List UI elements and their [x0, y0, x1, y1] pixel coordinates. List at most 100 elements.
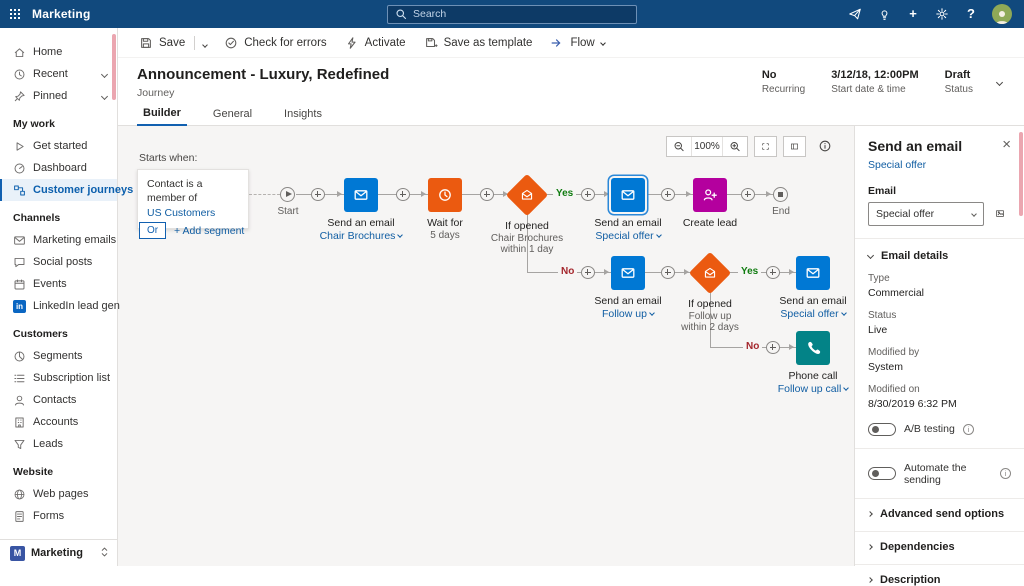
tile-if-opened-follow-up[interactable] — [688, 251, 732, 294]
sidebar-item-recent[interactable]: Recent — [0, 63, 117, 85]
lightbulb-icon[interactable] — [876, 6, 892, 22]
area-switcher[interactable]: M Marketing — [0, 539, 117, 566]
fit-to-screen-button[interactable] — [754, 135, 777, 157]
send-feedback-icon[interactable] — [847, 6, 863, 22]
tile-send-email-special-offer-2[interactable] — [796, 255, 830, 290]
chevron-down-icon[interactable] — [100, 70, 109, 78]
tile-if-opened-chair-brochures[interactable] — [505, 173, 549, 216]
segment-card[interactable]: Contact is a member of US Customers — [137, 168, 249, 229]
nav-toggle-hamburger-icon[interactable] — [0, 28, 13, 41]
section-description[interactable]: Description — [867, 565, 1011, 586]
record-tabs: Builder General Insights — [118, 101, 1024, 126]
record-header: Announcement - Luxury, Redefined Journey… — [118, 58, 1024, 102]
insert-step-plus-button[interactable] — [396, 187, 410, 201]
sidebar-item-customer-journeys[interactable]: Customer journeys — [0, 179, 133, 201]
sidebar-item-forms[interactable]: Forms — [0, 505, 117, 527]
insert-step-plus-button[interactable] — [581, 187, 595, 201]
search-icon — [396, 9, 407, 20]
tile-create-lead[interactable] — [693, 177, 727, 212]
flow-button[interactable]: Flow — [541, 28, 613, 57]
mail-open-icon — [521, 189, 533, 200]
chevron-right-icon — [867, 576, 873, 583]
arrowhead-icon — [337, 190, 342, 197]
overview-map-button[interactable] — [783, 135, 806, 157]
sidebar-item-events[interactable]: Events — [0, 273, 117, 295]
header-expand-chevron-icon[interactable] — [991, 72, 1008, 89]
insert-step-plus-button[interactable] — [661, 187, 675, 201]
canvas-info-icon[interactable] — [812, 138, 838, 154]
app-launcher-waffle-icon[interactable] — [0, 0, 30, 28]
tile-email-selector-link[interactable]: Special offer — [583, 230, 673, 242]
sidebar-item-subscription-list[interactable]: Subscription list — [0, 367, 117, 389]
save-split-button-chevron-icon[interactable] — [195, 28, 215, 57]
activate-button[interactable]: Activate — [336, 28, 415, 57]
insert-step-plus-button[interactable] — [741, 187, 755, 201]
section-email-details[interactable]: Email details — [866, 250, 1011, 262]
insert-step-plus-button[interactable] — [766, 340, 780, 354]
field-label-status: Status — [868, 309, 897, 321]
branch-yes-label: Yes — [553, 187, 577, 199]
add-segment-link[interactable]: + Add segment — [174, 224, 245, 237]
insert-step-plus-button[interactable] — [661, 265, 675, 279]
insert-step-plus-button[interactable] — [480, 187, 494, 201]
sidebar-item-accounts[interactable]: Accounts — [0, 411, 117, 433]
panel-scrollbar-thumb[interactable] — [1019, 131, 1023, 216]
tile-phone-call[interactable] — [796, 330, 830, 365]
settings-gear-icon[interactable] — [934, 6, 950, 22]
tab-builder[interactable]: Builder — [137, 106, 187, 126]
insert-step-plus-button[interactable] — [581, 265, 595, 279]
section-dependencies[interactable]: Dependencies — [867, 532, 1011, 553]
section-advanced-send-options[interactable]: Advanced send options — [867, 499, 1011, 520]
insert-step-plus-button[interactable] — [766, 265, 780, 279]
tab-general[interactable]: General — [207, 107, 258, 125]
sidebar-item-home[interactable]: Home — [0, 41, 117, 63]
sidebar-item-pinned[interactable]: Pinned — [0, 85, 117, 107]
segment-link[interactable]: US Customers — [147, 207, 216, 220]
sidebar-item-get-started[interactable]: Get started — [0, 135, 117, 157]
sidebar-item-contacts[interactable]: Contacts — [0, 389, 117, 411]
sidebar-item-segments[interactable]: Segments — [0, 345, 117, 367]
insert-step-plus-button[interactable] — [311, 187, 325, 201]
sidebar-item-linkedin-lead-gen[interactable]: in LinkedIn lead gen — [0, 295, 120, 317]
search-input[interactable] — [413, 8, 629, 20]
panel-record-link[interactable]: Special offer — [868, 158, 927, 171]
tile-phone-call-selector-link[interactable]: Follow up call — [769, 383, 854, 395]
tile-send-email-follow-up[interactable] — [611, 255, 645, 290]
tab-insights[interactable]: Insights — [278, 107, 328, 125]
save-as-template-button[interactable]: Save as template — [415, 28, 542, 57]
zoom-in-button[interactable] — [723, 137, 747, 156]
tile-email-selector-link[interactable]: Chair Brochures — [316, 230, 406, 242]
tile-wait-5-days[interactable] — [428, 177, 462, 212]
global-search-box[interactable] — [387, 4, 637, 24]
save-button[interactable]: Save — [130, 28, 194, 57]
chevron-down-icon[interactable] — [100, 92, 109, 100]
zoom-out-button[interactable] — [667, 137, 691, 156]
tile-send-email-special-offer-selected[interactable] — [611, 177, 645, 212]
sidebar-item-social-posts[interactable]: Social posts — [0, 251, 117, 273]
help-icon[interactable]: ? — [967, 6, 975, 21]
journey-designer-canvas[interactable]: 100% Starts when: Contact is a member of… — [118, 125, 854, 566]
user-avatar[interactable] — [992, 4, 1012, 24]
field-value-modified-by-link[interactable]: System — [868, 360, 904, 373]
close-icon[interactable]: × — [1002, 135, 1011, 153]
ab-testing-toggle[interactable] — [868, 422, 896, 436]
sidebar-item-marketing-emails[interactable]: Marketing emails — [0, 229, 117, 251]
sidebar-section-customers: Customers — [13, 328, 68, 340]
email-preview-icon[interactable] — [989, 203, 1011, 225]
tile-email-selector-link[interactable]: Special offer — [769, 308, 854, 320]
quick-create-plus-icon[interactable]: + — [909, 6, 917, 21]
branch-no-label: No — [558, 265, 578, 277]
check-for-errors-button[interactable]: Check for errors — [215, 28, 335, 57]
email-select-dropdown[interactable]: Special offer — [868, 201, 984, 226]
sidebar-item-leads[interactable]: Leads — [0, 433, 117, 455]
or-operator-chip[interactable]: Or — [139, 221, 167, 239]
tile-email-selector-link[interactable]: Follow up — [583, 308, 673, 320]
sidebar-item-web-pages[interactable]: Web pages — [0, 483, 117, 505]
tile-send-email-chair-brochures[interactable] — [344, 177, 378, 212]
sidebar-item-dashboard[interactable]: Dashboard — [0, 157, 117, 179]
clock-icon — [14, 69, 25, 79]
sidebar-scrollbar-thumb[interactable] — [112, 34, 116, 100]
automate-sending-toggle[interactable] — [868, 467, 896, 481]
info-icon[interactable] — [962, 423, 974, 435]
info-icon[interactable] — [1000, 468, 1011, 480]
